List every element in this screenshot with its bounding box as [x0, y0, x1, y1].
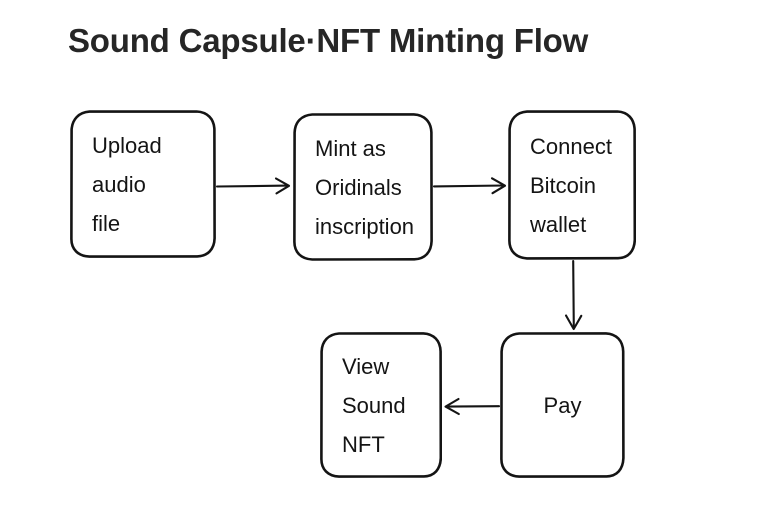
node-shape: [500, 332, 625, 478]
edge-pay-to-view: [444, 397, 501, 416]
node-label: Mint as Oridinals inscription: [315, 135, 415, 239]
node-connect-bitcoin-wallet[interactable]: Connect Bitcoin wallet: [508, 110, 636, 260]
edge-upload-to-mint: [215, 177, 291, 195]
node-label: Connect Bitcoin wallet: [530, 133, 612, 237]
node-label: Pay: [543, 392, 582, 418]
node-shape: [320, 332, 442, 478]
page-title: Sound Capsule·NFT Minting Flow: [68, 22, 589, 59]
node-label: Upload audio file: [92, 132, 162, 236]
node-shape: [293, 113, 433, 261]
node-label: View Sound NFT: [342, 353, 406, 457]
node-upload-audio-file[interactable]: Upload audio file: [70, 110, 216, 258]
node-view-sound-nft[interactable]: View Sound NFT: [320, 332, 442, 478]
edge-mint-to-connect: [432, 177, 507, 195]
edge-connect-to-pay: [564, 259, 583, 331]
node-mint-as-ordinals-inscription[interactable]: Mint as Oridinals inscription: [293, 113, 433, 261]
node-pay[interactable]: Pay: [500, 332, 625, 478]
node-shape: [508, 110, 636, 260]
node-shape: [70, 110, 216, 258]
